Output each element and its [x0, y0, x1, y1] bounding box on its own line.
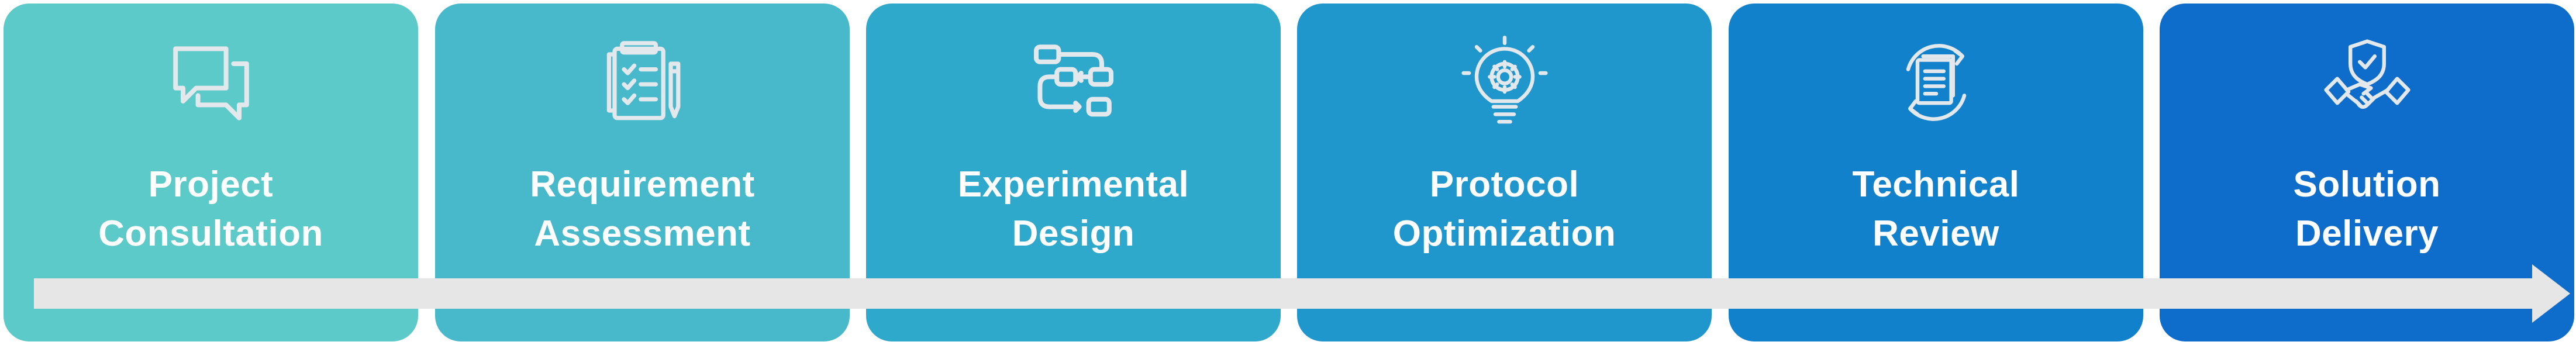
- flowchart-icon: [866, 36, 1281, 129]
- stage-label-line2: Review: [1872, 213, 1999, 254]
- stage-label-line1: Protocol: [1429, 164, 1580, 205]
- stage-label-line1: Project: [148, 164, 274, 205]
- stage-experimental-design: Experimental Design: [866, 4, 1281, 341]
- stage-technical-review: Technical Review: [1729, 4, 2143, 341]
- chat-bubbles-icon: [4, 36, 418, 129]
- stage-protocol-optimization: Protocol Optimization: [1297, 4, 1712, 341]
- stage-label-line2: Design: [1012, 213, 1135, 254]
- stage-requirement-assessment: Requirement Assessment: [435, 4, 850, 341]
- stage-solution-delivery: Solution Delivery: [2160, 4, 2574, 341]
- stage-label-line2: Consultation: [98, 213, 323, 254]
- stage-label: Project Consultation: [4, 160, 418, 258]
- stage-label-line2: Optimization: [1392, 213, 1616, 254]
- stage-label-line1: Experimental: [957, 164, 1189, 205]
- stage-label: Technical Review: [1729, 160, 2143, 258]
- stage-label-line2: Assessment: [534, 213, 751, 254]
- stage-label: Requirement Assessment: [435, 160, 850, 258]
- stage-label-line1: Solution: [2293, 164, 2441, 205]
- stage-label: Protocol Optimization: [1297, 160, 1712, 258]
- stage-label-line2: Delivery: [2295, 213, 2439, 254]
- stage-label: Experimental Design: [866, 160, 1281, 258]
- stage-label-line1: Technical: [1852, 164, 2020, 205]
- lightbulb-gear-icon: [1297, 36, 1712, 129]
- stage-label: Solution Delivery: [2160, 160, 2574, 258]
- stage-label-line1: Requirement: [530, 164, 755, 205]
- handshake-shield-icon: [2160, 36, 2574, 129]
- checklist-clipboard-icon: [435, 36, 850, 129]
- document-cycle-icon: [1729, 36, 2143, 129]
- stage-project-consultation: Project Consultation: [4, 4, 418, 341]
